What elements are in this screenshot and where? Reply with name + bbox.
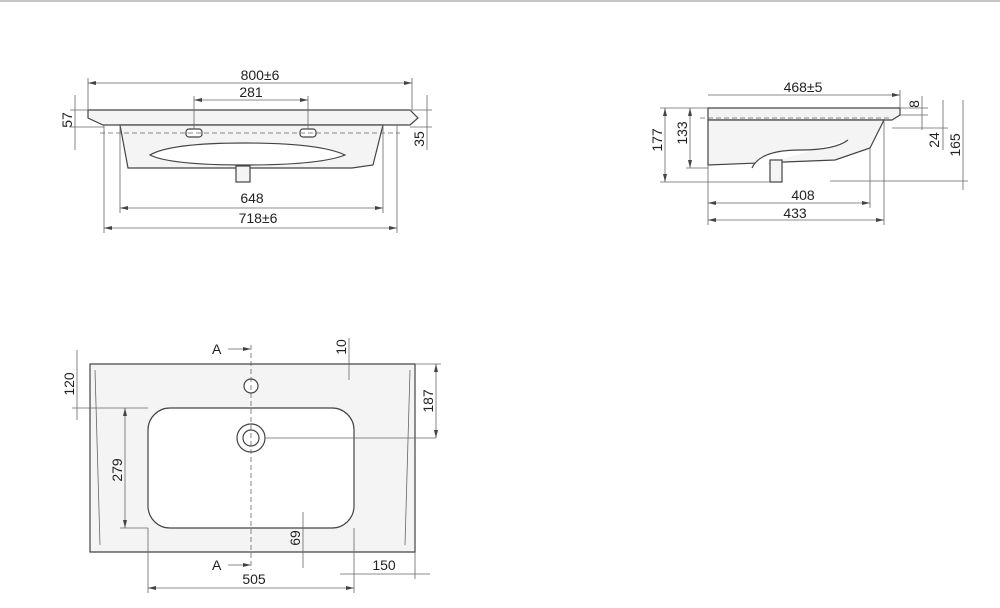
dim-177-arrow-t	[663, 108, 667, 116]
dim-279-arrow-t	[123, 408, 127, 416]
dim-505-arrow-l	[148, 586, 156, 590]
dim-468-label: 468±5	[784, 79, 823, 95]
dim-408-arrow-r	[862, 201, 870, 205]
dim-433-arrow-r	[876, 218, 884, 222]
dim-69-label: 69	[287, 530, 303, 546]
dim-133-arrow-b	[688, 160, 692, 168]
front-drain	[235, 165, 251, 183]
dim-133-label: 133	[674, 121, 690, 145]
dim-279-arrow-b	[123, 520, 127, 528]
dim-187-arrow-b	[434, 430, 438, 438]
dim-281-arrow-l	[194, 98, 202, 102]
dim-279-label: 279	[109, 458, 125, 482]
dim-648-arrow-l	[120, 206, 128, 210]
dim-281-arrow-r	[300, 98, 308, 102]
side-drain	[769, 159, 783, 183]
dim-281-label: 281	[239, 84, 263, 100]
dim-718-label: 718±6	[239, 210, 278, 226]
dim-648-label: 648	[240, 190, 264, 206]
dim-505-arrow-r	[346, 586, 354, 590]
dim-24-label: 24	[926, 132, 942, 148]
dim-150-label: 150	[372, 557, 396, 573]
dim-408-arrow-l	[708, 201, 716, 205]
dim-187-arrow-t	[434, 364, 438, 372]
dim-648-arrow-r	[375, 206, 383, 210]
plan-inner-edge	[94, 369, 411, 546]
dim-177-arrow-b	[663, 174, 667, 182]
front-bowl-edge	[148, 142, 347, 166]
dim-177-label: 177	[649, 128, 665, 152]
dim-800-arrow-l	[88, 81, 96, 85]
dim-165-label: 165	[947, 133, 963, 157]
dim-800-label: 800±6	[241, 67, 280, 83]
dim-433-label: 433	[783, 205, 807, 221]
section-marker-bottom: A	[212, 557, 222, 573]
section-marker-top: A	[212, 341, 222, 357]
dim-57-label: 57	[59, 112, 75, 128]
dim-133-arrow-t	[688, 108, 692, 116]
front-countertop	[87, 109, 419, 126]
dim-187-label: 187	[420, 389, 436, 413]
section-arrowhead-bottom	[243, 563, 251, 567]
front-view: 800±6 281 57 35 648 718±6	[59, 67, 432, 233]
dim-35-label: 35	[411, 131, 427, 147]
dim-8-label: 8	[906, 100, 922, 108]
plan-view: A A 10 120 187 279 69 505	[61, 338, 441, 593]
section-arrowhead-top	[243, 347, 251, 351]
dim-10-label: 10	[333, 339, 349, 355]
side-basin-body	[707, 119, 885, 166]
dim-468-arrow-r	[892, 93, 900, 97]
dim-718-arrow-r	[389, 226, 397, 230]
dim-505-label: 505	[242, 571, 266, 587]
side-view: 468±5 8 24 165 177 133 408	[649, 79, 968, 225]
dim-800-arrow-r	[404, 81, 412, 85]
dim-120-label: 120	[61, 372, 77, 396]
dim-408-label: 408	[791, 187, 815, 203]
dim-433-arrow-l	[708, 218, 716, 222]
dim-718-arrow-l	[104, 226, 112, 230]
